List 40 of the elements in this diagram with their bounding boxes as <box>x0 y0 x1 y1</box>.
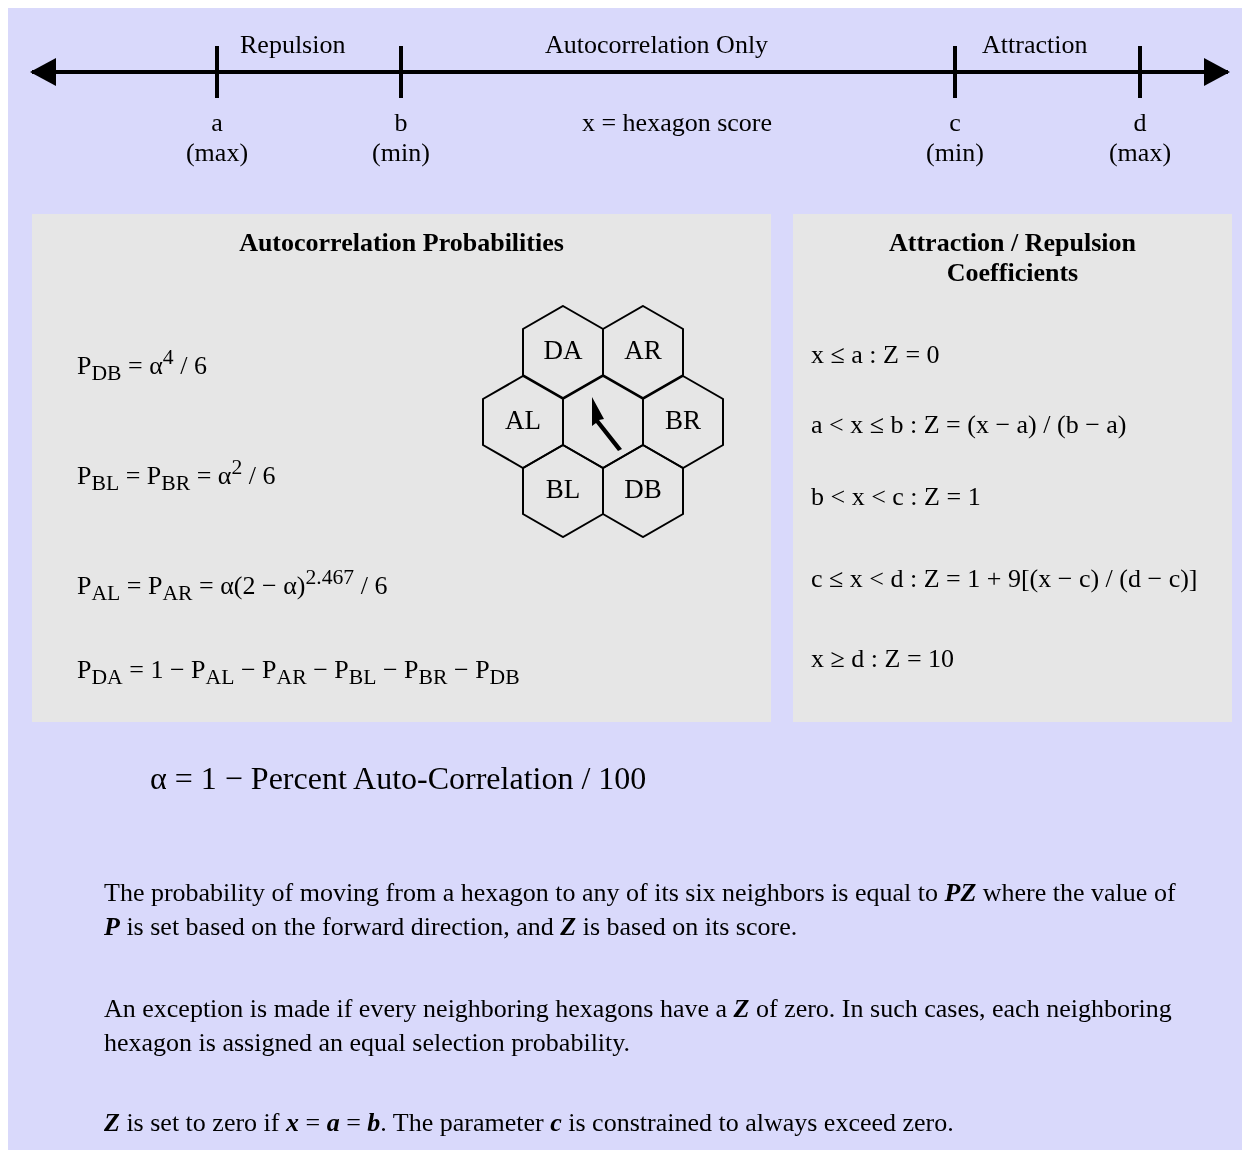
hexagon-cell <box>642 375 724 469</box>
paragraph: The probability of moving from a hexagon to any of its six neighbors is equal to PZ where the value of P is set based on the forward direction, and Z is based on its score. <box>104 877 1177 943</box>
panel-heading: Autocorrelation Probabilities <box>238 228 565 258</box>
axis-label: Repulsion <box>240 30 346 60</box>
tick-label: b <box>394 108 408 138</box>
cell-label: AR <box>623 335 663 366</box>
formula: x ≤ a : Z = 0 <box>811 340 940 370</box>
alpha-formula: α = 1 − Percent Auto-Correlation / 100 <box>150 760 647 797</box>
formula: P$_{AL}$ = P$_{AR}$ = α(2 − α)$^{2.467}$ / 6 <box>77 565 388 606</box>
hexagon-cell <box>522 444 604 538</box>
tick-label: d <box>1133 108 1147 138</box>
cell-label: AL <box>504 405 542 436</box>
formula: b < x < c : Z = 1 <box>811 482 981 512</box>
axis-label: Attraction <box>982 30 1088 60</box>
cell-label: DB <box>623 474 663 505</box>
tick-label: (min) <box>926 138 984 168</box>
axis-label: Autocorrelation Only <box>545 30 769 60</box>
tick-label: a <box>211 108 223 138</box>
tick-label: (min) <box>372 138 430 168</box>
cell-label: BL <box>544 474 582 505</box>
tick-label: (max) <box>185 138 249 168</box>
cell-label: DA <box>542 335 584 366</box>
formula: P$_{DA}$ = 1 − P$_{AL}$ − P$_{AR}$ − P$_{BL}$ − P$_{BR}$ − P$_{DB}$ <box>77 655 520 691</box>
formula: P$_{DB}$ = α$^{4}$ / 6 <box>77 345 207 386</box>
hexagon-cell <box>522 305 604 399</box>
axis-label: x = hexagon score <box>581 108 773 138</box>
formula: a < x ≤ b : Z = (x − a) / (b − a) <box>811 410 1127 440</box>
cell-label: BR <box>664 405 702 436</box>
panel-heading: Attraction / Repulsion Coefficients <box>888 228 1137 288</box>
paragraph: Z is set to zero if x = a = b. The parameter c is constrained to always exceed zero. <box>104 1107 955 1139</box>
formula: x ≥ d : Z = 10 <box>811 644 955 674</box>
hexagon-cell <box>482 375 564 469</box>
panel <box>32 214 771 722</box>
formula: P$_{BL}$ = P$_{BR}$ = α$^{2}$ / 6 <box>77 455 276 496</box>
hexagon-cell <box>602 444 684 538</box>
formula: c ≤ x < d : Z = 1 + 9[(x − c) / (d − c)] <box>811 564 1198 594</box>
paragraph: An exception is made if every neighboring hexagons have a Z of zero. In such cases, each neighboring hexagon is assigned an equal selection probability. <box>104 993 1173 1059</box>
tick-label: (max) <box>1108 138 1172 168</box>
tick-label: c <box>949 108 961 138</box>
hexagon-cell <box>602 305 684 399</box>
